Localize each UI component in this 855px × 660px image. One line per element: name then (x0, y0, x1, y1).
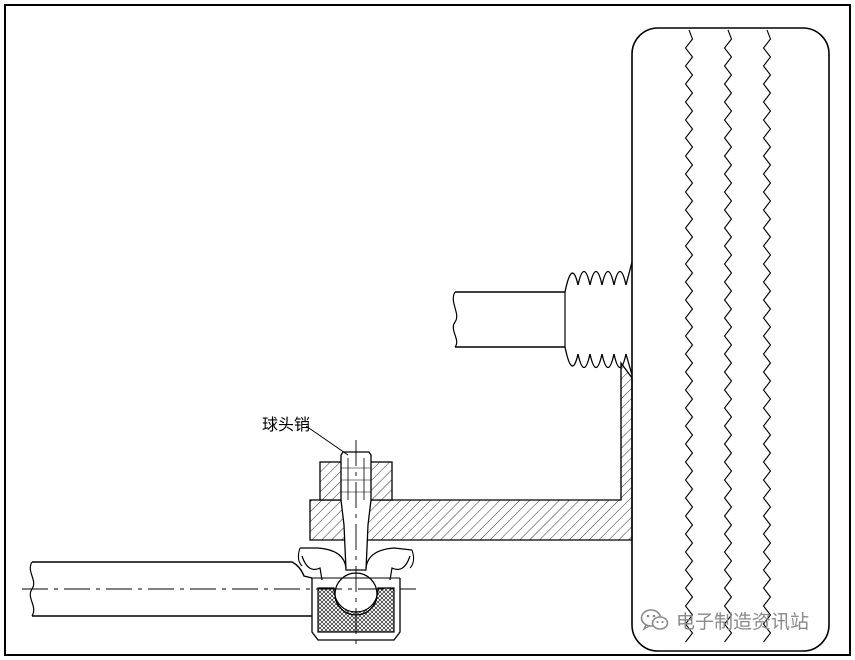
diagram-border (4, 4, 851, 656)
watermark: 电子制造资讯站 (640, 606, 809, 634)
ball-pin (334, 451, 378, 616)
ball-pin-label: 球头销 (262, 415, 310, 434)
ball-pin-callout: 球头销 (262, 415, 349, 456)
center-lines (22, 440, 416, 646)
tire (631, 27, 830, 652)
wechat-icon (640, 609, 669, 631)
drive-shaft (452, 261, 633, 376)
steering-knuckle-arm (309, 361, 633, 541)
watermark-text: 电子制造资讯站 (676, 610, 810, 633)
